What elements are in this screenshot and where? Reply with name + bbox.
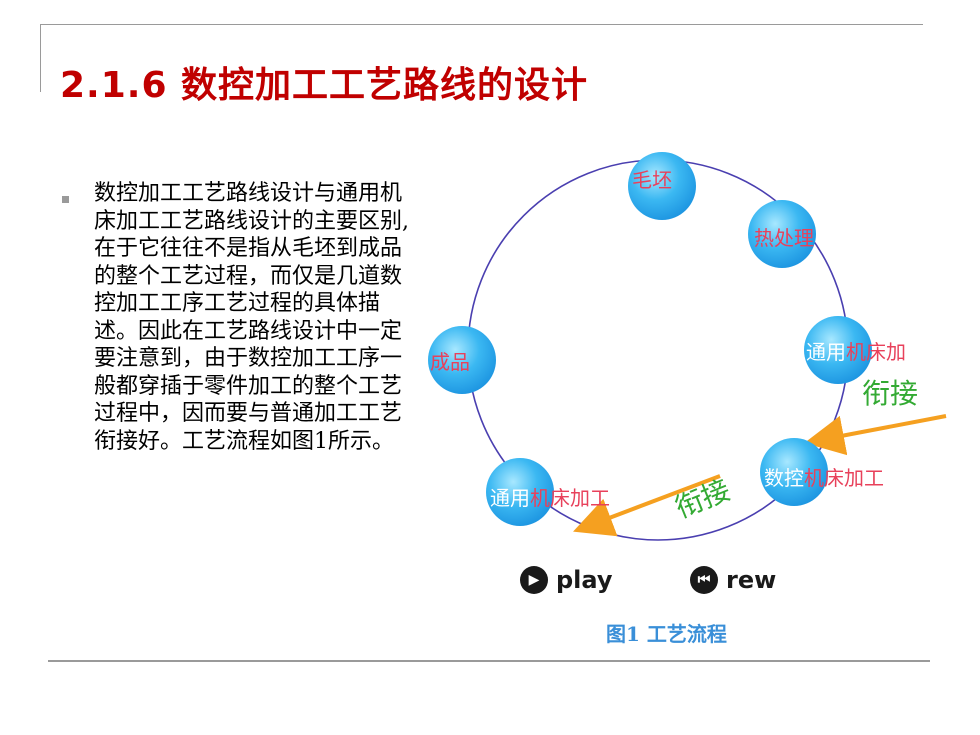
node-general-machining-1	[804, 316, 872, 384]
junction-label-right: 衔接	[862, 377, 919, 410]
rew-control[interactable]: ⏮ rew	[690, 566, 776, 594]
node-blank	[628, 152, 696, 220]
play-icon: ▶	[520, 566, 548, 594]
label-general-1-white: 通用	[806, 340, 846, 364]
rewind-icon: ⏮	[690, 566, 718, 594]
play-control[interactable]: ▶ play	[520, 566, 613, 594]
bullet-text: 数控加工工艺路线设计与通用机床加工工艺路线设计的主要区别,在于它往往不是指从毛坯…	[94, 181, 409, 454]
label-finished-product: 成品	[430, 350, 470, 374]
label-general-1-rest: 机床加	[846, 340, 906, 364]
node-heat-treatment	[748, 200, 816, 268]
node-finished-product	[428, 326, 496, 394]
label-heat-treatment: 热处理	[754, 226, 814, 250]
arrow-bottom	[573, 474, 721, 537]
frame-bottom-line	[48, 660, 930, 662]
label-cnc-white: 数控	[764, 466, 804, 490]
label-cnc-rest: 机床加工	[804, 466, 884, 490]
label-general-2-rest: 机床加工	[530, 486, 610, 510]
label-blank: 毛坯	[632, 168, 672, 192]
node-general-machining-2	[486, 458, 554, 526]
frame-top-line	[40, 24, 923, 25]
bullet-marker	[62, 196, 69, 203]
frame-left-line	[40, 24, 41, 92]
play-label: play	[556, 566, 613, 594]
rew-label: rew	[726, 566, 777, 594]
arrow-right	[804, 414, 947, 456]
figure-caption: 图1 工艺流程	[606, 622, 727, 646]
slide-title: 2.1.6 数控加工工艺路线的设计	[60, 65, 589, 106]
label-general-2-white: 通用	[490, 486, 530, 510]
process-flow-diagram: 毛坯 热处理 通用 机床加 衔接 数控 机床加工 衔接 通用 机床加工 成品 ▶…	[410, 140, 980, 660]
node-cnc-machining	[760, 438, 828, 506]
